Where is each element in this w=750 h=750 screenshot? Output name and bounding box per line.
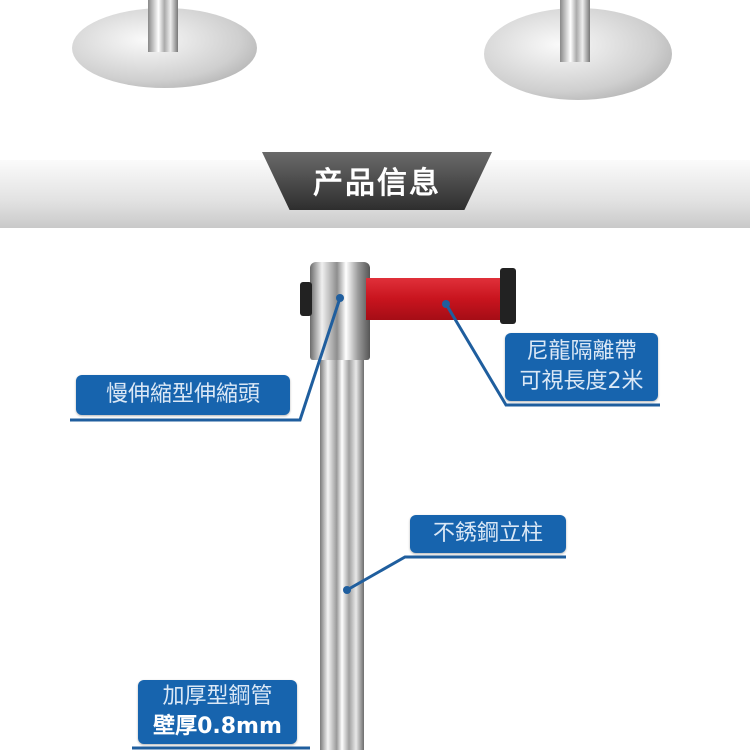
callout-label: 尼龍隔離帶 <box>526 339 637 364</box>
stainless-post <box>320 350 364 750</box>
section-title: 产品信息 <box>313 166 441 201</box>
callout-label: 慢伸縮型伸縮頭 <box>105 382 260 407</box>
callout-stainless-post: 不銹鋼立柱 <box>410 515 566 553</box>
belt-clip-left <box>300 282 312 316</box>
callout-thick-tube: 加厚型鋼管 壁厚0.8mm <box>138 680 297 744</box>
retractable-head <box>310 262 370 360</box>
callout-label: 加厚型鋼管 <box>162 684 273 709</box>
section-tab <box>262 152 492 210</box>
callout-label: 可視長度2米 <box>519 369 644 394</box>
callout-retractable-head: 慢伸縮型伸縮頭 <box>76 375 290 415</box>
callout-label-bold: 壁厚0.8mm <box>153 714 282 739</box>
callout-nylon-belt: 尼龍隔離帶 可視長度2米 <box>505 333 658 401</box>
callout-label: 不銹鋼立柱 <box>432 521 543 546</box>
belt-end-clip <box>500 268 516 324</box>
nylon-belt <box>366 278 504 320</box>
